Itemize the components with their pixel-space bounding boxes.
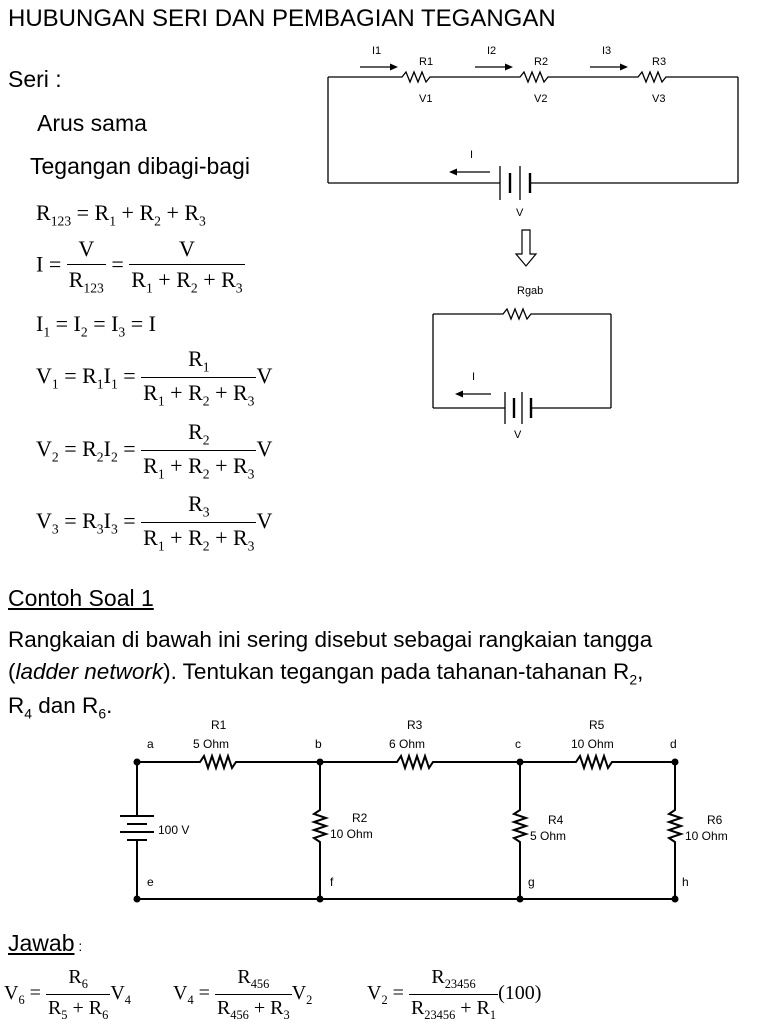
label-i1: I1 <box>372 45 381 57</box>
series-circuit-diagram: I1 I2 I3 R1 R2 R3 V1 V2 V3 I V <box>327 45 739 219</box>
answer-heading: Jawab : <box>8 930 83 956</box>
seri-label: Seri : <box>8 66 62 92</box>
r4-name: R4 <box>548 813 564 827</box>
ladder-r4-branch <box>510 762 530 899</box>
ladder-r6-branch <box>665 762 685 899</box>
r5-value: 10 Ohm <box>571 737 614 751</box>
label-loop-current: I <box>470 149 473 161</box>
arus-sama-text: Arus sama <box>37 110 147 136</box>
label-rgab: Rgab <box>517 285 543 297</box>
node-g: g <box>528 875 535 889</box>
node-d: d <box>670 737 677 751</box>
down-arrow-icon <box>514 229 538 267</box>
equation-equal-currents: I1 = I2 = I3 = I <box>36 311 156 340</box>
label-r1: R1 <box>419 56 433 68</box>
tegangan-dibagi-text: Tegangan dibagi-bagi <box>30 153 250 179</box>
ladder-network-diagram: a b c d e f g h 100 V R1 5 Ohm R3 6 Ohm … <box>120 718 728 903</box>
node-c: c <box>515 737 521 751</box>
r3-value: 6 Ohm <box>389 737 425 751</box>
ladder-top-rail <box>137 752 675 772</box>
ladder-r2-branch <box>310 762 330 899</box>
example-heading: Contoh Soal 1 <box>8 585 154 611</box>
label-i2: I2 <box>487 45 496 57</box>
rgab-resistor-wire <box>433 307 611 321</box>
label-v3: V3 <box>652 93 665 105</box>
node-h: h <box>682 875 689 889</box>
r2-value: 10 Ohm <box>330 827 373 841</box>
series-resistor-wire <box>328 70 738 84</box>
label-v1: V1 <box>419 93 432 105</box>
equation-r123: R123 = R1 + R2 + R3 <box>36 200 206 229</box>
label-v2: V2 <box>534 93 547 105</box>
example-line-1: Rangkaian di bawah ini sering disebut se… <box>8 627 653 652</box>
r6-value: 10 Ohm <box>685 829 728 843</box>
r1-value: 5 Ohm <box>193 737 229 751</box>
r2-name: R2 <box>352 811 368 825</box>
node-e: e <box>147 875 154 889</box>
page-title: HUBUNGAN SERI DAN PEMBAGIAN TEGANGAN <box>8 5 556 32</box>
label-source-v: V <box>516 207 524 219</box>
label-rgab-current: I <box>472 371 475 383</box>
source-label: 100 V <box>158 823 189 837</box>
r4-value: 5 Ohm <box>530 829 566 843</box>
r3-name: R3 <box>407 718 423 732</box>
node-f: f <box>330 875 334 889</box>
equivalent-circuit-diagram: Rgab I V <box>432 285 612 440</box>
node-b: b <box>315 737 322 751</box>
r1-name: R1 <box>211 718 227 732</box>
label-i3: I3 <box>602 45 611 57</box>
node-a: a <box>147 737 154 751</box>
label-rgab-source: V <box>514 429 522 440</box>
label-r3: R3 <box>652 56 666 68</box>
r6-name: R6 <box>707 813 723 827</box>
label-r2: R2 <box>534 56 548 68</box>
example-line-3: R4 dan R6. <box>8 693 113 722</box>
example-line-2: (ladder network). Tentukan tegangan pada… <box>8 659 644 688</box>
r5-name: R5 <box>589 718 605 732</box>
